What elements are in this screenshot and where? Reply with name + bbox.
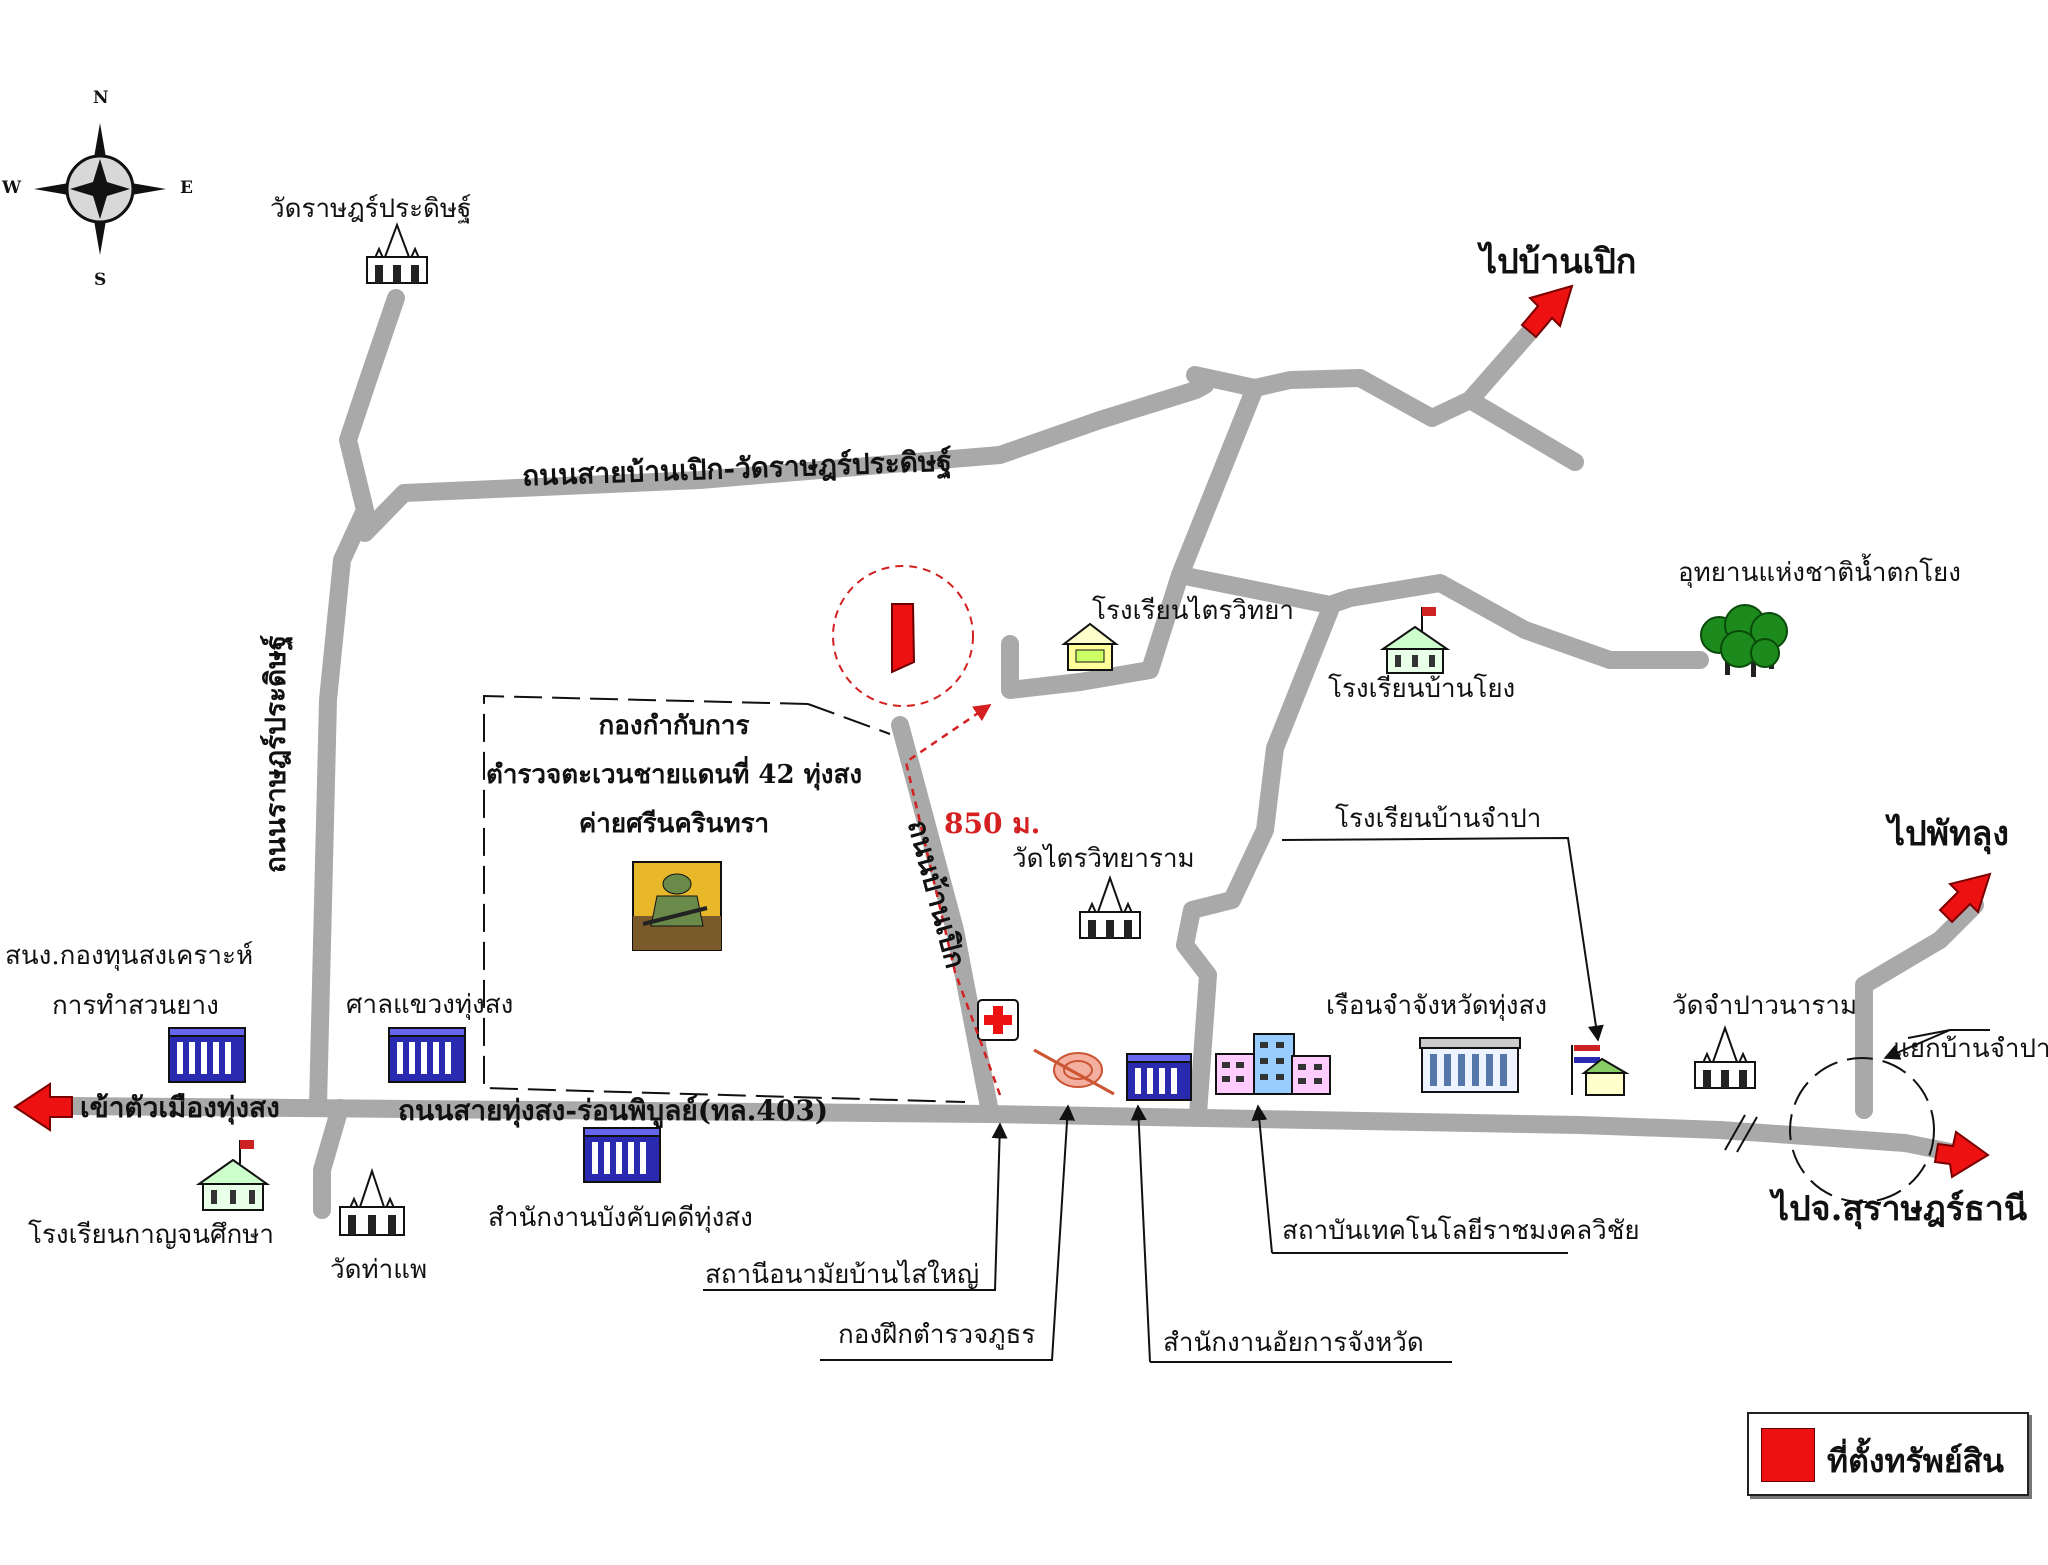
temple-icon xyxy=(1079,874,1141,939)
label-junction: แยกบ้านจำปา xyxy=(1893,1034,2048,1064)
label-bpp-line2: ตำรวจตะเวนชายแดนที่ 42 ทุ่งสง xyxy=(485,760,863,790)
soldier-icon xyxy=(632,861,722,951)
building-icon xyxy=(1419,1037,1521,1093)
arrow-to-phatthalung xyxy=(1938,872,1992,924)
junction-circle xyxy=(1789,1057,1935,1203)
hospital-icon xyxy=(977,999,1019,1041)
arrow-to-surat xyxy=(1933,1130,1990,1179)
building-icon xyxy=(1215,1033,1331,1095)
label-distance: 850 ม. xyxy=(944,807,1041,840)
main-road xyxy=(61,1097,1974,1164)
label-national-park: อุทยานแห่งชาติน้ำตกโยง xyxy=(1678,558,1961,588)
property-circle xyxy=(832,565,974,707)
building-icon xyxy=(168,1027,246,1083)
label-wat-tha-phae: วัดท่าแพ xyxy=(330,1255,428,1285)
label-school-kanchana: โรงเรียนกาญจนศึกษา xyxy=(28,1220,274,1250)
center-north-road xyxy=(1001,379,1264,699)
temple-icon xyxy=(366,222,428,284)
building-icon xyxy=(583,1127,661,1183)
building-icon xyxy=(388,1027,466,1083)
road-network xyxy=(61,289,1984,1219)
label-wat-champa: วัดจำปาวนาราม xyxy=(1672,991,1858,1021)
leader-lines xyxy=(703,836,1990,1363)
ban-poek-road xyxy=(891,716,999,1121)
label-rmut: สถาบันเทคโนโลยีราชมงคลวิชัย xyxy=(1282,1216,1640,1246)
legend-label: ที่ตั้งทรัพย์สิน xyxy=(1827,1442,2005,1480)
compass-south: S xyxy=(94,270,107,290)
to-phatthalung xyxy=(1855,896,1984,1119)
north-road xyxy=(356,366,1479,542)
direction-to-phatthalung: ไปพัทลุง xyxy=(1888,814,2009,854)
direction-to-ban-poek: ไปบ้านเปิก xyxy=(1480,242,1637,282)
arrow-icon xyxy=(13,284,1992,1179)
temple-icon xyxy=(339,1167,405,1236)
label-rubber-fund-1: สนง.กองทุนสงเคราะห์ xyxy=(5,941,254,971)
forest-icon xyxy=(1700,604,1788,677)
label-enforcement: สำนักงานบังคับคดีทุ่งสง xyxy=(488,1203,753,1233)
school-icon xyxy=(1061,622,1119,671)
camp-boundary xyxy=(483,694,966,1103)
label-bpp-line1: กองกำกับการ xyxy=(598,711,750,741)
compass-icon xyxy=(34,123,166,255)
building-icon xyxy=(1126,1053,1192,1101)
road-break-mark xyxy=(1724,1114,1758,1153)
label-court: ศาลแขวงทุ่งสง xyxy=(346,990,514,1020)
branch-northeast xyxy=(1461,391,1584,471)
label-school-ban-yong: โรงเรียนบ้านโยง xyxy=(1328,674,1516,704)
school-icon xyxy=(1571,1045,1630,1096)
label-prosecutor: สำนักงานอัยการจังหวัด xyxy=(1163,1328,1424,1358)
label-wat-rat-pradit: วัดราษฎร์ประดิษฐ์ xyxy=(270,194,472,224)
distance-line xyxy=(904,703,1002,1096)
compass-west: W xyxy=(2,178,22,198)
direction-to-surat: ไปจ.สุราษฎร์ธานี xyxy=(1772,1189,2028,1229)
school-icon xyxy=(195,1140,271,1211)
road-label-main: ถนนสายทุ่งสง-ร่อนพิบูลย์(ทล.403) xyxy=(398,1094,829,1127)
compass-east: E xyxy=(180,178,193,198)
label-health-station: สถานีอนามัยบ้านไสใหญ่ xyxy=(705,1260,980,1290)
temple-icon xyxy=(1694,1024,1756,1089)
legend: ที่ตั้งทรัพย์สิน xyxy=(1747,1412,2029,1496)
property-marker-icon xyxy=(891,603,916,674)
south-spur xyxy=(313,1099,349,1219)
vertical-road-west xyxy=(309,289,405,1115)
label-wat-trai: วัดไตรวิทยาราม xyxy=(1012,844,1195,874)
label-prison: เรือนจำจังหวัดทุ่งสง xyxy=(1326,991,1548,1021)
center-south-road xyxy=(1176,601,1339,1123)
arrow-to-ban-poek xyxy=(1520,284,1574,339)
police-emblem-icon xyxy=(1033,1048,1115,1096)
label-school-trai: โรงเรียนไตรวิทยา xyxy=(1092,596,1294,626)
label-rubber-fund-2: การทำสวนยาง xyxy=(52,991,219,1021)
legend-swatch-icon xyxy=(1761,1428,1815,1482)
direction-to-city: เข้าตัวเมืองทุ่งสง xyxy=(80,1091,280,1124)
label-school-champa: โรงเรียนบ้านจำปา xyxy=(1335,804,1542,834)
label-bpp-line3: ค่ายศรีนครินทรา xyxy=(578,809,770,839)
road-label-vertical: ถนนราษฎร์ประดิษฐ์ xyxy=(259,634,293,874)
compass-north: N xyxy=(93,88,109,108)
arrow-to-city xyxy=(13,1082,73,1132)
camp-boundary xyxy=(807,703,891,735)
school-icon xyxy=(1379,607,1451,674)
label-police-training: กองฝึกตำรวจภูธร xyxy=(838,1320,1036,1350)
